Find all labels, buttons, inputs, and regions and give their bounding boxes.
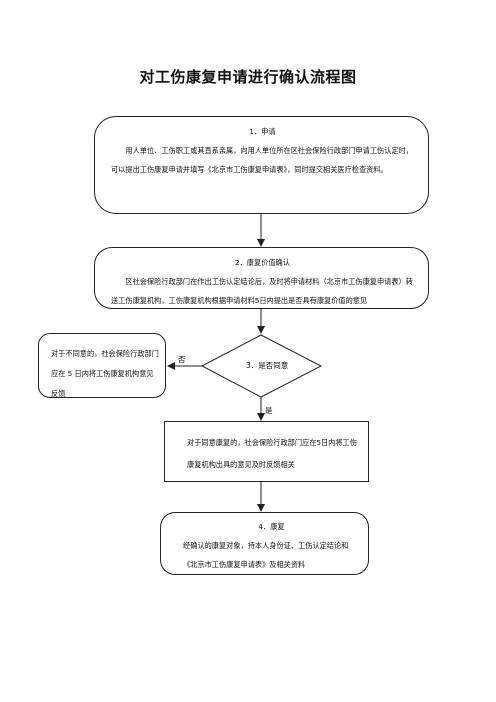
decision-no-label: 否 [178, 355, 186, 364]
step4-heading: 4．康复 [258, 522, 285, 531]
decision-yes-label: 是 [265, 406, 273, 415]
reject-box: 对于不同意的，社会保险行政部门应在 5 日内将工伤康复机构意见反馈 [38, 333, 166, 398]
step4-rehab-box: 4．康复 经确认的康复对象，持本人身份证、工伤认定结论和《北京市工伤康复申请表》… [160, 512, 369, 575]
step2-text: 区社会保险行政部门在作出工伤认定结论后，及时将申请材料（北京市工伤康复申请表）转… [111, 277, 413, 305]
step1-heading: 1．申请 [249, 127, 276, 136]
step1-apply-box: 1．申请 用人单位、工伤职工或其直系亲属，向用人单位所在区社会保险行政部门申请工… [94, 116, 429, 214]
step2-value-confirm-box: 2．康复价值确认 区社会保险行政部门在作出工伤认定结论后，及时将申请材料（北京市… [94, 247, 429, 309]
agree-text: 对于同意康复的，社会保险行政部门应在5日内将工伤康复机构出具的意见及时反馈相关 [187, 438, 357, 469]
step1-text: 用人单位、工伤职工或其直系亲属，向用人单位所在区社会保险行政部门申请工伤认定时，… [111, 146, 413, 174]
reject-text: 对于不同意的，社会保险行政部门应在 5 日内将工伤康复机构意见反馈 [51, 349, 159, 398]
step4-text: 经确认的康复对象，持本人身份证、工伤认定结论和《北京市工伤康复申请表》及相关资料 [183, 541, 349, 569]
agree-box: 对于同意康复的，社会保险行政部门应在5日内将工伤康复机构出具的意见及时反馈相关 [164, 421, 369, 482]
page-title: 对工伤康复申请进行确认流程图 [139, 68, 357, 86]
step2-heading: 2．康复价值确认 [235, 258, 290, 267]
decision-label: 3．是否同意 [246, 361, 289, 370]
